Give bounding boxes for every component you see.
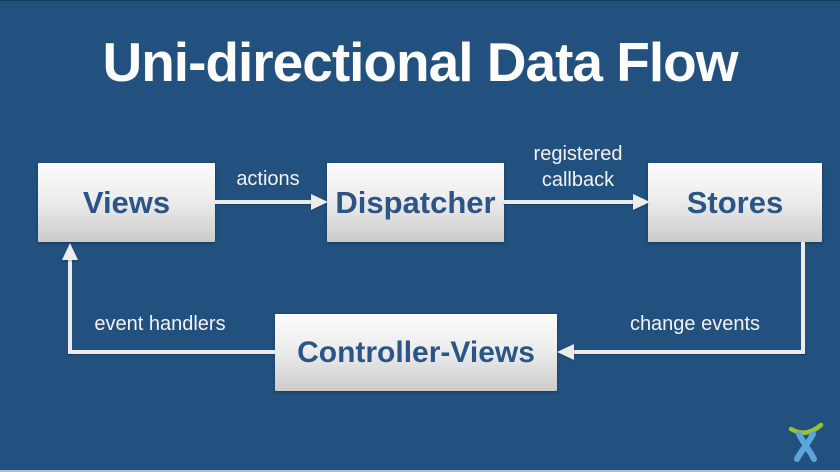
arrow-stores-to-controller-views-vline (801, 242, 805, 354)
node-controller-views: Controller-Views (275, 314, 557, 391)
arrow-controller-views-to-views-head (62, 243, 78, 260)
node-views: Views (38, 163, 215, 242)
arrow-controller-views-to-views-hline (68, 350, 275, 354)
arrow-dispatcher-to-stores-head (633, 194, 650, 210)
arrow-controller-views-to-views-vline (68, 258, 72, 354)
arrow-stores-to-controller-views-hline (573, 350, 805, 354)
node-controller-views-label: Controller-Views (297, 335, 535, 369)
arrow-stores-to-controller-views-head (557, 344, 574, 360)
edge-label-registered-callback: registered callback (533, 143, 623, 191)
page-title: Uni-directional Data Flow (102, 31, 738, 93)
node-stores: Stores (648, 163, 822, 242)
slide-bottom-edge (0, 470, 840, 472)
node-views-label: Views (82, 184, 171, 220)
node-dispatcher-label: Dispatcher (335, 184, 496, 220)
node-stores-label: Stores (686, 184, 784, 220)
arrow-dispatcher-to-stores-line (503, 200, 635, 204)
arrow-views-to-dispatcher-head (311, 194, 328, 210)
node-dispatcher: Dispatcher (327, 163, 504, 242)
edge-label-event-handlers: event handlers (94, 313, 226, 335)
edge-label-change-events: change events (629, 313, 761, 335)
arrow-views-to-dispatcher-line (215, 200, 313, 204)
edge-label-actions: actions (236, 168, 300, 190)
atlassian-logo-icon (788, 422, 824, 462)
